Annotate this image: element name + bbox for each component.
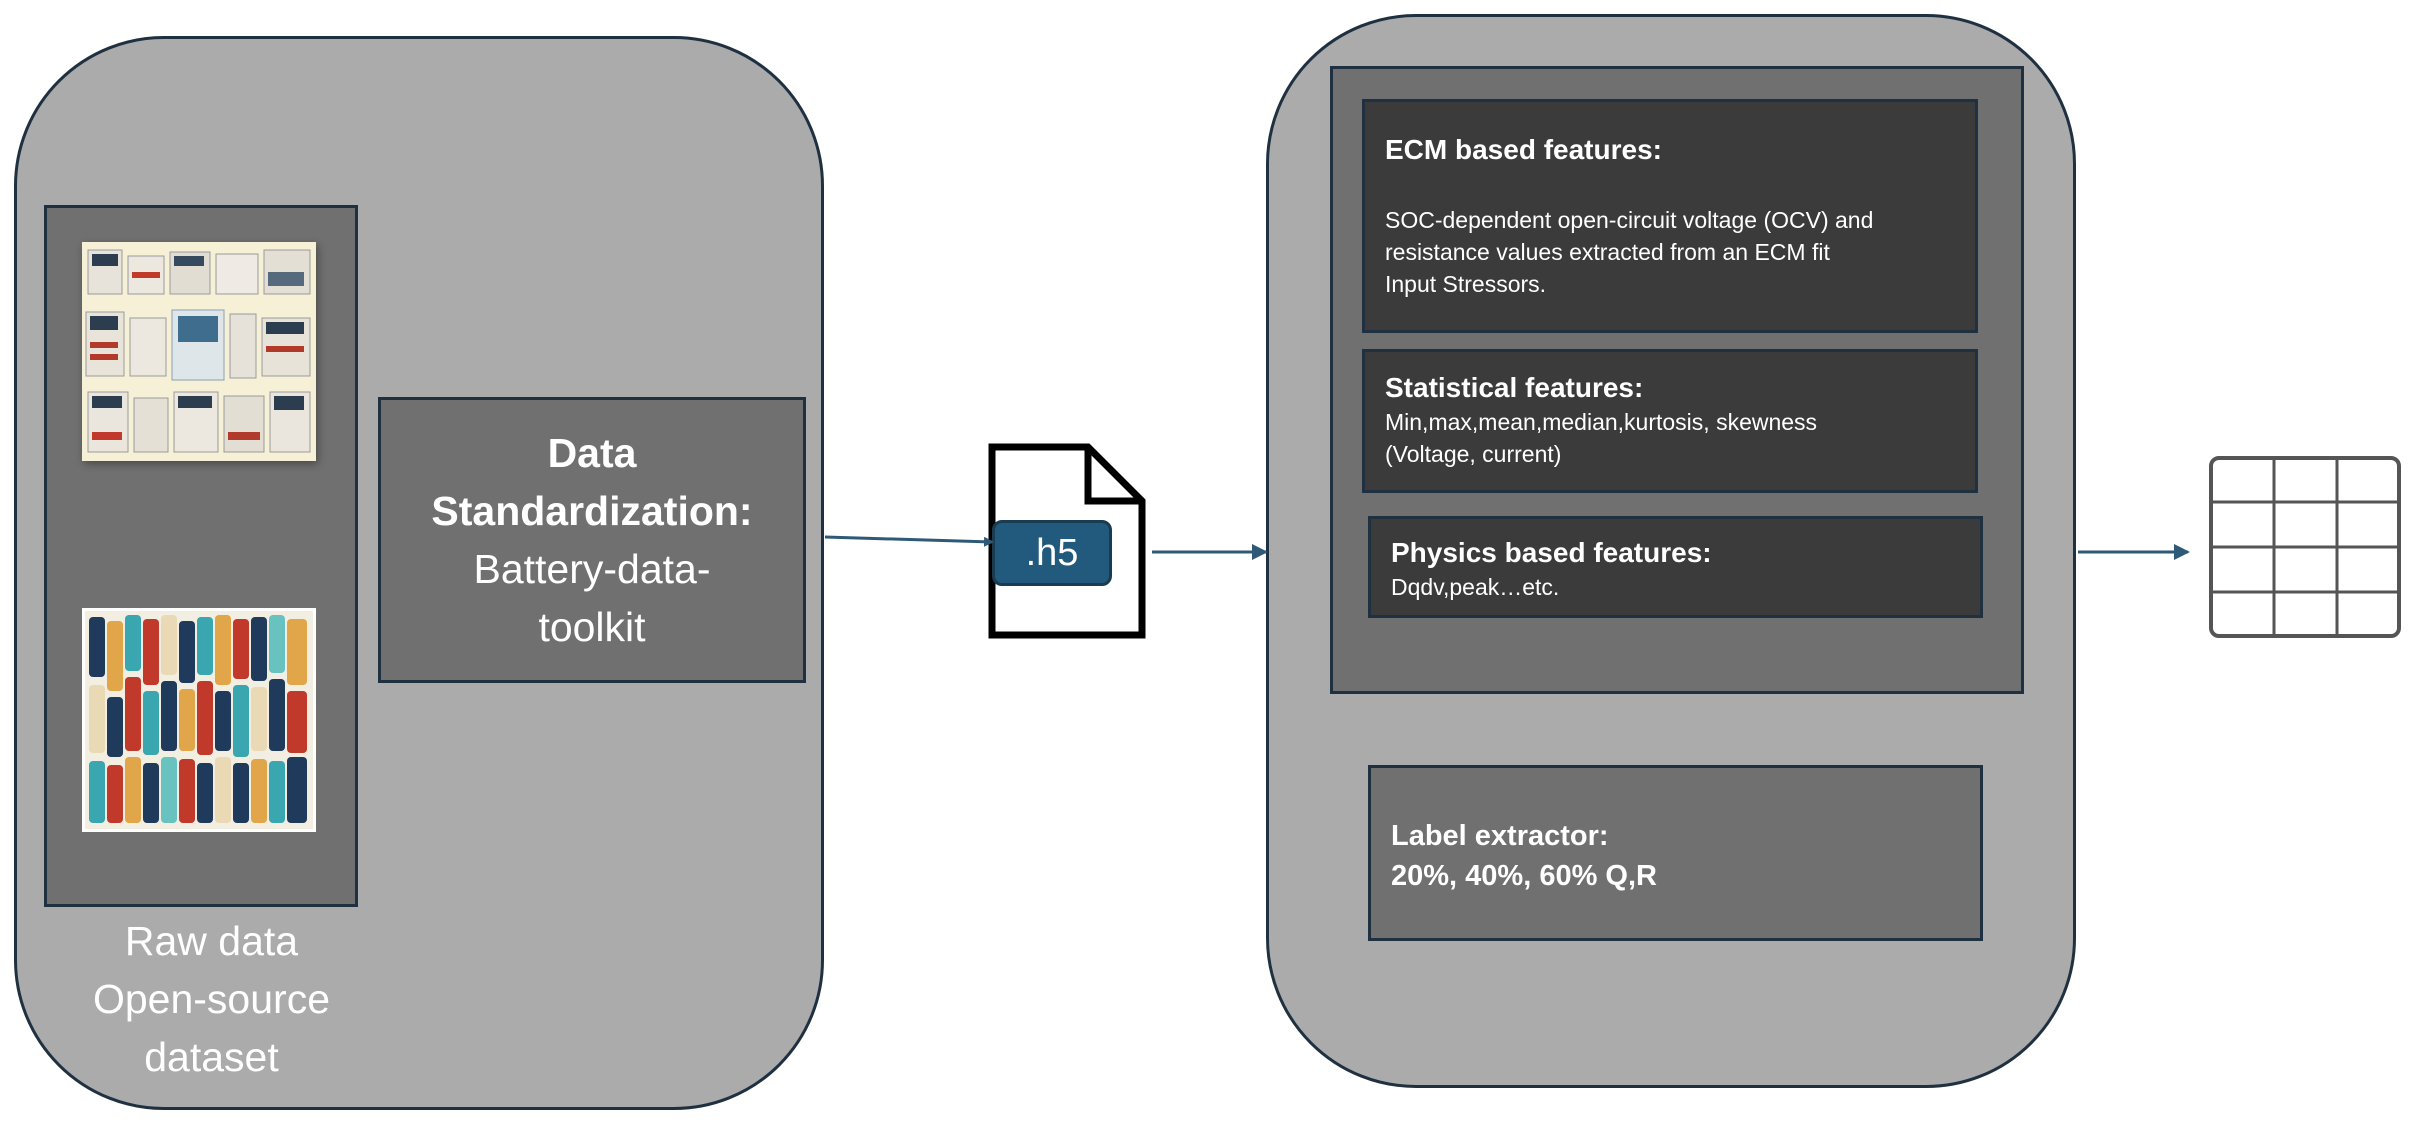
battery-test-equipment-image <box>82 242 316 461</box>
batteries-image <box>82 608 316 832</box>
h5-file-label: .h5 <box>992 520 1112 586</box>
raw-caption-line-2: Open-source <box>92 976 330 1022</box>
physics-features-box: Physics based features: Dqdv,peak…etc. <box>1368 516 1983 618</box>
ecm-features-title: ECM based features: <box>1385 134 1662 165</box>
data-standardization-box: Data Standardization: Battery-data-toolk… <box>378 397 806 683</box>
label-extractor-values: 20%, 40%, 60% Q,R <box>1391 860 1657 892</box>
ecm-line-1: SOC-dependent open-circuit voltage (OCV)… <box>1385 207 1874 233</box>
ecm-line-2: resistance values extracted from an ECM … <box>1385 239 1830 265</box>
standardization-title-line-1: Data <box>547 430 637 476</box>
arrow-standardization-to-h5 <box>824 535 994 547</box>
raw-caption-line-1: Raw data <box>124 918 299 964</box>
ecm-features-description: SOC-dependent open-circuit voltage (OCV)… <box>1385 204 1945 300</box>
standardization-title-line-2: Standardization: <box>431 488 753 534</box>
standardization-subtitle: Battery-data-toolkit <box>473 546 711 650</box>
statistical-line-1: Min,max,mean,median,kurtosis, skewness <box>1385 409 1818 435</box>
physics-features-title: Physics based features: <box>1391 537 1712 568</box>
label-extractor-title: Label extractor: <box>1391 820 1609 852</box>
physics-line-1: Dqdv,peak…etc. <box>1391 574 1560 600</box>
statistical-line-2: (Voltage, current) <box>1385 441 1562 467</box>
label-extractor-box: Label extractor: 20%, 40%, 60% Q,R <box>1368 765 1983 941</box>
statistical-features-title: Statistical features: <box>1385 372 1644 403</box>
statistical-features-box: Statistical features: Min,max,mean,media… <box>1362 349 1978 493</box>
raw-caption-line-3: dataset <box>144 1034 279 1080</box>
table-icon <box>2208 455 2404 641</box>
ecm-features-box: ECM based features: SOC-dependent open-c… <box>1362 99 1978 333</box>
ecm-line-3: Input Stressors. <box>1385 271 1547 297</box>
raw-data-caption: Raw data Open-source dataset <box>14 912 409 1092</box>
